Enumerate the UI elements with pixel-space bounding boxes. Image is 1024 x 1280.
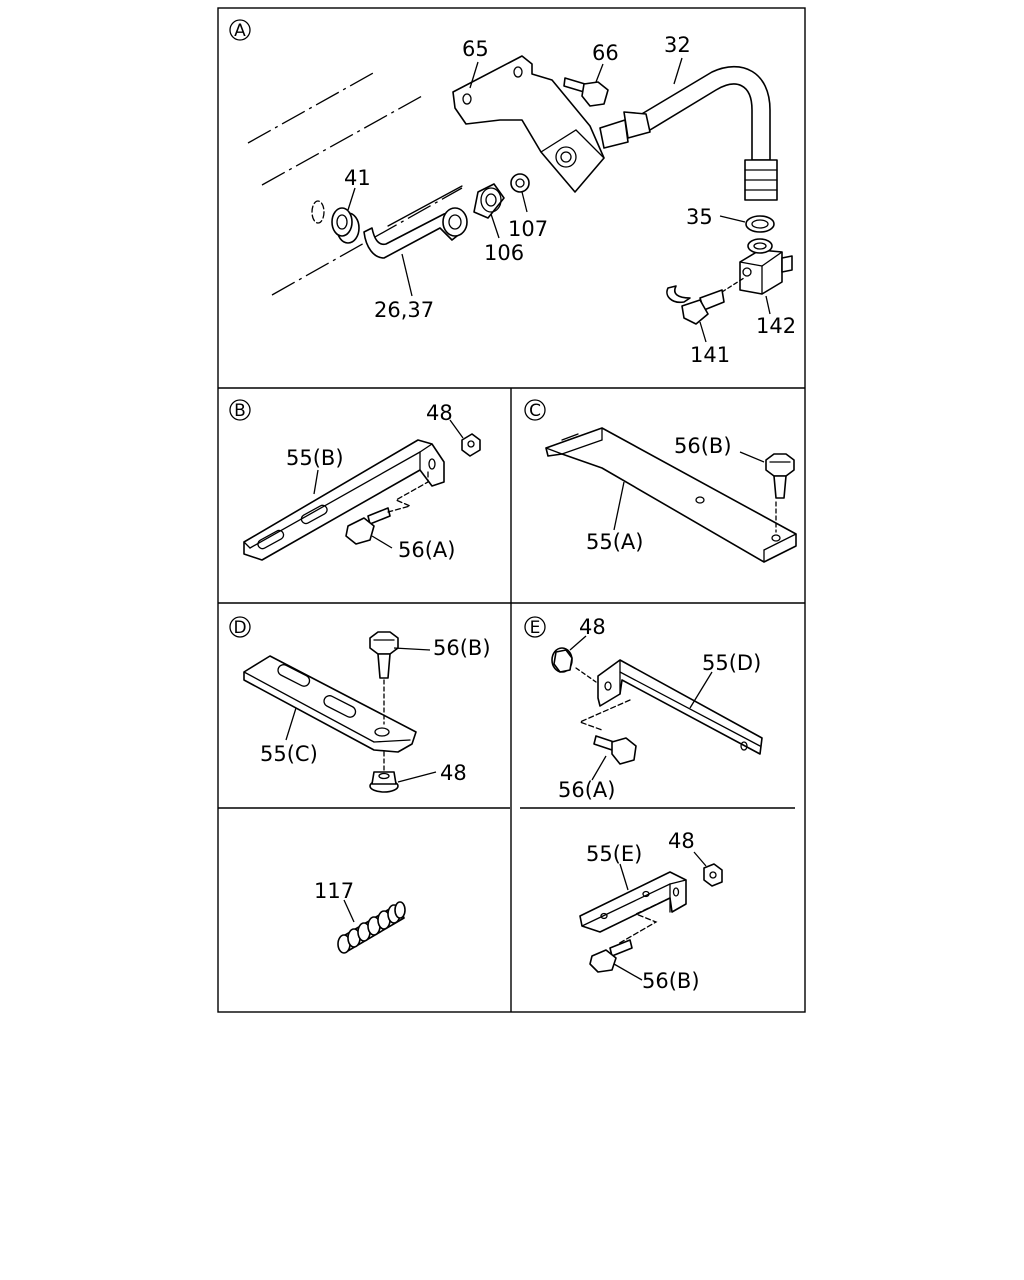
label-55b: 55(B)	[286, 446, 344, 470]
label-55c: 55(C)	[260, 742, 318, 766]
leader-lines-d	[285, 647, 437, 783]
flange-nut-48	[369, 771, 399, 793]
label-48: 48	[426, 401, 453, 425]
label-55a: 55(A)	[586, 530, 643, 554]
label-141: 141	[690, 343, 730, 367]
bolt-56a	[345, 507, 391, 545]
hose-26-37	[363, 185, 468, 259]
bolt-56a	[593, 735, 637, 765]
section-marker-c: C	[524, 399, 546, 421]
panel-b: 48 55(B) 56(A)	[243, 401, 481, 562]
label-55e: 55(E)	[586, 842, 642, 866]
label-56a: 56(A)	[398, 538, 455, 562]
bracket-65	[452, 55, 605, 193]
label-48: 48	[579, 615, 606, 639]
label-56b: 56(B)	[642, 969, 700, 993]
panel-e: 48 55(D) 56(A)	[551, 615, 763, 802]
panel-f: 117	[314, 879, 406, 954]
section-label-a: A	[234, 21, 246, 41]
section-marker-b: B	[229, 399, 251, 421]
section-label-c: C	[529, 401, 541, 421]
leader-lines-e	[569, 635, 713, 781]
label-56a: 56(A)	[558, 778, 615, 802]
label-106: 106	[484, 241, 524, 265]
pipe-32	[599, 65, 778, 201]
tee-142	[739, 238, 793, 295]
spring-117	[337, 901, 406, 954]
grommet-41	[311, 200, 360, 244]
section-marker-d: D	[229, 616, 251, 638]
leader-lines-b	[313, 419, 464, 549]
bracket-55e	[579, 871, 687, 933]
panel-a: 65 66 32 41 107 106 35 26,37 142 141	[247, 33, 796, 367]
washer-107	[510, 173, 530, 193]
leader-lines-g	[613, 851, 707, 981]
section-label-e: E	[530, 618, 541, 638]
section-markers: A B C D E	[229, 19, 546, 638]
bolt-56b	[765, 453, 795, 499]
leader-lines-c	[613, 451, 765, 531]
bolt-66	[563, 77, 609, 107]
label-26-37: 26,37	[374, 298, 434, 322]
bolt-56b	[589, 939, 633, 973]
label-35: 35	[686, 205, 713, 229]
section-label-b: B	[234, 401, 246, 421]
label-107: 107	[508, 217, 548, 241]
washer-35	[745, 215, 775, 233]
label-41: 41	[344, 166, 371, 190]
bleeder-141	[666, 285, 725, 325]
frame-rail-line	[261, 95, 423, 186]
leader-lines-a	[347, 57, 771, 343]
flange-nut-48	[551, 647, 573, 673]
label-48: 48	[440, 761, 467, 785]
bracket-55b	[243, 439, 445, 561]
label-32: 32	[664, 33, 691, 57]
leader-117	[343, 899, 355, 923]
nut-48	[703, 863, 723, 887]
label-65: 65	[462, 37, 489, 61]
label-48: 48	[668, 829, 695, 853]
panel-d: 56(B) 55(C) 48	[243, 631, 491, 793]
section-marker-a: A	[229, 19, 251, 41]
label-56b: 56(B)	[674, 434, 732, 458]
bracket-55c	[243, 655, 417, 753]
bracket-55d	[597, 659, 763, 755]
label-55d: 55(D)	[702, 651, 761, 675]
bolt-56b	[369, 631, 399, 679]
spacer-106	[473, 183, 505, 219]
label-142: 142	[756, 314, 796, 338]
bracket-55a	[545, 427, 797, 563]
label-66: 66	[592, 41, 619, 65]
section-label-d: D	[233, 618, 246, 638]
label-56b: 56(B)	[433, 636, 491, 660]
nut-48	[461, 433, 481, 457]
panel-c: 56(B) 55(A)	[545, 427, 797, 563]
panel-frames	[217, 7, 806, 1013]
label-117: 117	[314, 879, 354, 903]
panel-g: 55(E) 48 56(B)	[579, 829, 723, 993]
section-marker-e: E	[524, 616, 546, 638]
frame-rail-line	[247, 71, 376, 144]
